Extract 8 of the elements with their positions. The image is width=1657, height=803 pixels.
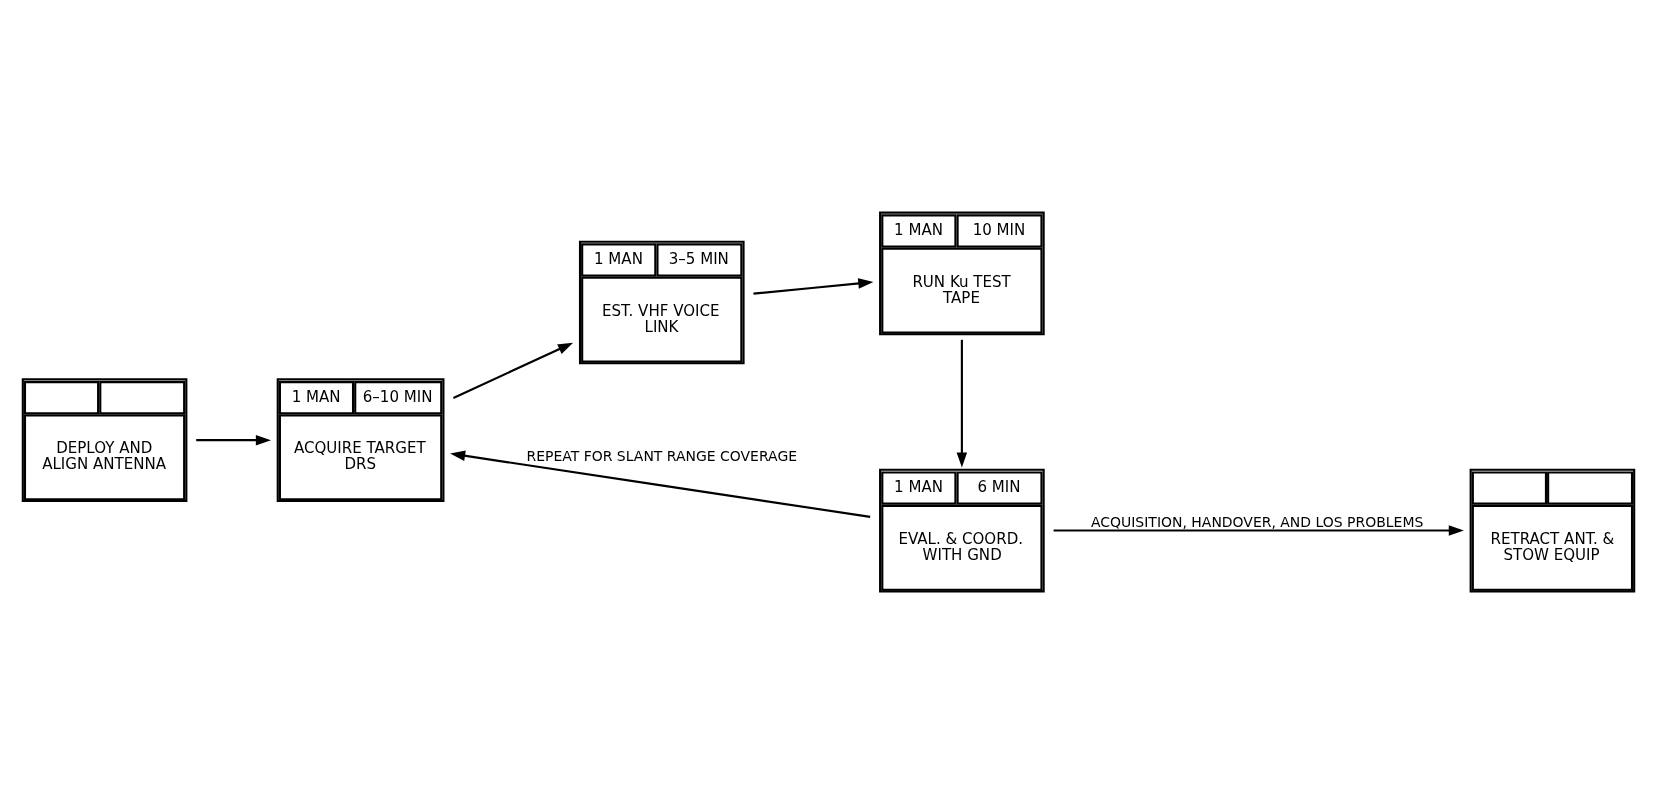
- arrow: [450, 450, 871, 518]
- arrow: [1053, 524, 1464, 536]
- arrow: [956, 339, 968, 467]
- edge-label: REPEAT FOR SLANT RANGE COVERAGE: [526, 447, 798, 464]
- arrow: [452, 342, 574, 399]
- edge-label: ACQUISITION, HANDOVER, AND LOS PROBLEMS: [1090, 513, 1424, 530]
- arrow: [196, 434, 271, 445]
- arrow: [753, 277, 874, 295]
